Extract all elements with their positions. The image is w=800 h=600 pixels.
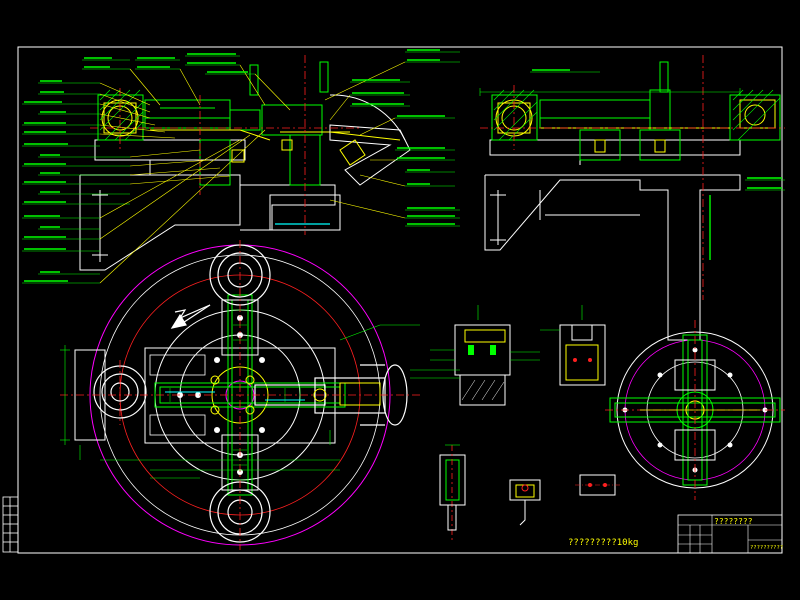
rotation-arrow-icon xyxy=(170,304,211,329)
sheet-frame xyxy=(17,46,783,554)
detail-view-b xyxy=(540,305,606,386)
detail-view-d xyxy=(509,479,541,526)
callout-labels-top xyxy=(82,51,460,227)
weight-note: ?????????10kg xyxy=(568,538,638,548)
title-block-title: ???????? xyxy=(714,517,753,526)
plan-view-turntable xyxy=(60,240,420,550)
left-margin-table xyxy=(2,496,19,553)
detail-view-c xyxy=(439,444,466,540)
callout-text-marks xyxy=(24,49,455,282)
title-block: ???????? ?????????? xyxy=(677,514,783,554)
section-view-left xyxy=(79,55,411,271)
section-view-right xyxy=(479,55,785,341)
detail-view-e xyxy=(575,474,620,496)
title-block-drawing-no: ?????????? xyxy=(750,545,783,551)
plan-view-small xyxy=(605,320,785,500)
detail-view-a xyxy=(410,305,540,406)
callout-labels-left xyxy=(22,82,266,284)
